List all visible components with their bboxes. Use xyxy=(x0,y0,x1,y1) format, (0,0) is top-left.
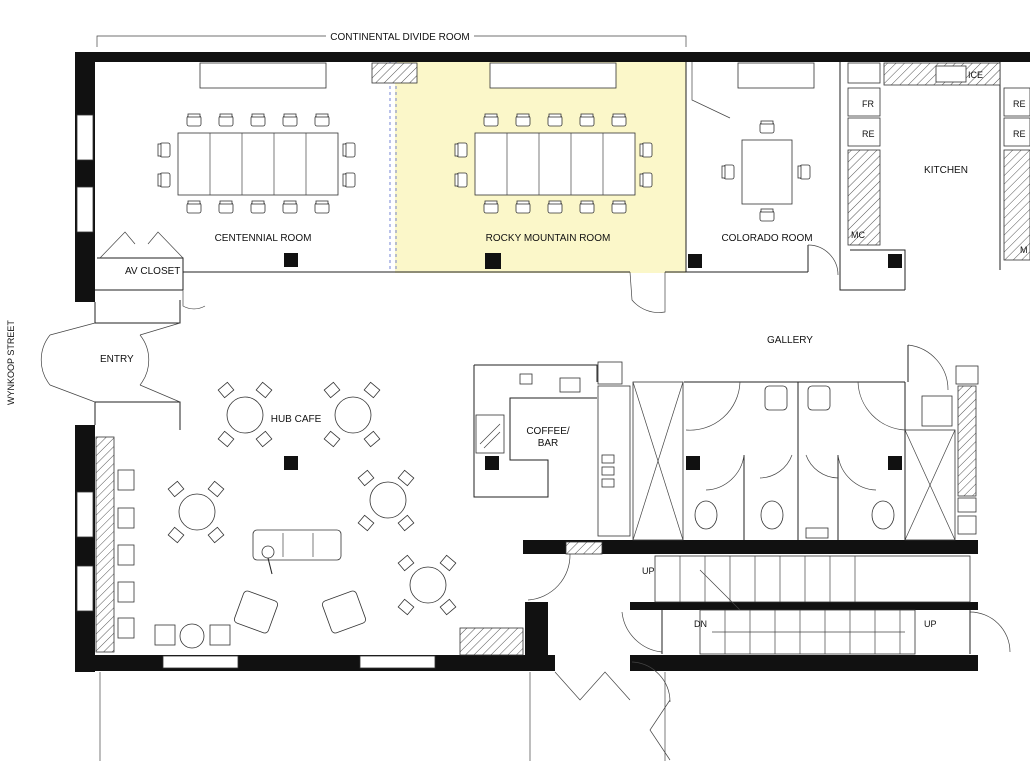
floor-box-cafe xyxy=(284,456,298,470)
rocky-mountain-conference-table xyxy=(454,113,653,214)
av-closet-label: AV CLOSET xyxy=(125,266,180,277)
colorado-side-door xyxy=(807,244,839,276)
kitchen-reach-in-left-label: RE xyxy=(862,129,875,139)
continental-divide-bracket xyxy=(96,35,687,47)
left-windows xyxy=(76,114,436,669)
floor-box-centennial xyxy=(284,253,298,267)
gallery-right-fixtures xyxy=(907,344,979,535)
coffee-bar xyxy=(473,361,631,537)
divider-stack xyxy=(371,62,418,84)
colorado-screen xyxy=(737,62,815,89)
colorado-door xyxy=(691,62,731,119)
floor-box-rocky-mountain xyxy=(485,253,501,269)
kitchen-fridge-label: FR xyxy=(862,99,874,109)
entry-vestibule xyxy=(40,300,181,430)
kitchen-ice-label: ICE xyxy=(968,70,983,80)
entry-label: ENTRY xyxy=(100,354,134,365)
colorado-room-label: COLORADO ROOM xyxy=(721,233,812,244)
av-closet xyxy=(97,231,206,310)
stair-up-label-2: UP xyxy=(924,619,937,629)
rocky-mountain-screen xyxy=(489,62,617,89)
coffee-bar-label-line2: BAR xyxy=(538,438,559,449)
coffee-bar-label-line1: COFFEE/ xyxy=(526,426,570,437)
floor-box-colorado xyxy=(688,254,702,268)
kitchen-reach-in-right-1-label: RE xyxy=(1013,99,1026,109)
lower-stair xyxy=(621,609,1011,655)
lounge-furniture xyxy=(95,436,524,656)
restrooms xyxy=(684,381,906,540)
rocky-mountain-room-label: ROCKY MOUNTAIN ROOM xyxy=(486,233,611,244)
interior-walls xyxy=(95,62,1001,291)
kitchen-label: KITCHEN xyxy=(924,165,968,176)
gallery-label: GALLERY xyxy=(767,335,813,346)
kitchen-counters xyxy=(847,62,1030,268)
kitchen-mc-label: MC xyxy=(851,230,865,240)
colorado-table xyxy=(721,120,811,222)
centennial-conference-table xyxy=(157,113,356,214)
stair-dn-label: DN xyxy=(694,619,707,629)
wynkoop-street-label: WYNKOOP STREET xyxy=(6,320,16,405)
centennial-screen xyxy=(199,62,327,89)
rocky-mountain-door xyxy=(629,271,666,313)
kitchen-reach-in-right-2-label: RE xyxy=(1013,129,1026,139)
stair-up-label-1: UP xyxy=(642,566,655,576)
upper-stair xyxy=(654,555,971,611)
centennial-room-label: CENTENNIAL ROOM xyxy=(215,233,312,244)
continental-divide-room-label: CONTINENTAL DIVIDE ROOM xyxy=(330,32,469,43)
kitchen-m-label: M xyxy=(1020,245,1028,255)
elevator-shafts xyxy=(565,381,956,555)
cafe-tables xyxy=(167,381,457,616)
hub-cafe-label: HUB CAFE xyxy=(271,414,322,425)
corridor-doors xyxy=(99,553,671,761)
